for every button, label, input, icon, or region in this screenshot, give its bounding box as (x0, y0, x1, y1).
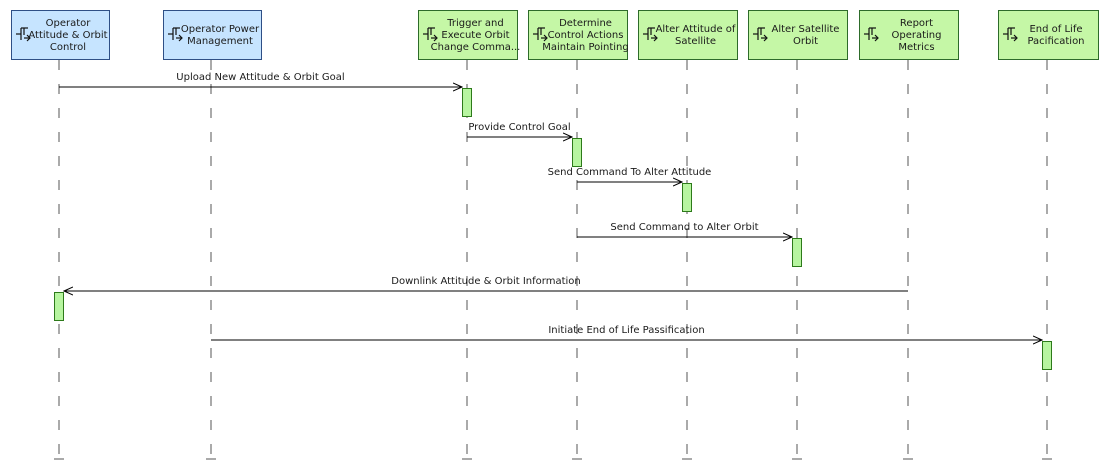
message-3[interactable]: Send Command to Alter Orbit (577, 222, 792, 237)
participant-label-line: Alter Attitude of (656, 24, 736, 35)
participant-label-line: Trigger and (446, 18, 503, 29)
activation-bar (54, 292, 64, 321)
participant-label-line: Satellite (675, 36, 716, 47)
message-label: Upload New Attitude & Orbit Goal (176, 72, 344, 83)
activation-bar (1042, 341, 1052, 370)
participant-label-line: Determine (559, 18, 612, 29)
activation-bar (572, 138, 582, 167)
participant-label-line: Control Actions (548, 30, 624, 41)
message-label: Initiate End of Life Passification (548, 325, 704, 336)
participant-box (528, 10, 628, 60)
message-label: Send Command to Alter Orbit (610, 222, 758, 233)
message-label: Provide Control Goal (468, 122, 570, 133)
participant-label-line: Metrics (898, 42, 934, 53)
activation-bar (462, 88, 472, 117)
participant-label-line: Maintain Pointing (542, 42, 629, 53)
participant-box (163, 10, 262, 60)
function-icon (643, 27, 658, 42)
activation-bar (682, 183, 692, 212)
participant-box (859, 10, 959, 60)
message-label: Downlink Attitude & Orbit Information (391, 276, 581, 287)
function-icon (168, 27, 183, 42)
message-2[interactable]: Send Command To Alter Attitude (548, 167, 712, 182)
function-icon (16, 27, 31, 42)
function-icon (533, 27, 548, 42)
message-0[interactable]: Upload New Attitude & Orbit Goal (59, 72, 462, 87)
message-label: Send Command To Alter Attitude (548, 167, 712, 178)
participant-label-line: Orbit (793, 36, 818, 47)
message-4[interactable]: Downlink Attitude & Orbit Information (64, 276, 908, 291)
participant-label-line: Pacification (1027, 36, 1084, 47)
participant-label-line: End of Life (1029, 24, 1082, 35)
participant-label-line: Operating (892, 30, 942, 41)
message-1[interactable]: Provide Control Goal (467, 122, 572, 137)
participant-label-line: Management (187, 36, 253, 47)
participant-label-line: Execute Orbit (441, 30, 509, 41)
participant-label-line: Report (900, 18, 933, 29)
participant-label-line: Control (50, 42, 86, 53)
participant-label-line: Operator (46, 18, 92, 29)
participant-box (998, 10, 1099, 60)
participant-box (638, 10, 738, 60)
participant-label-line: Operator Power (181, 24, 260, 35)
participant-box (418, 10, 518, 60)
participant-label-line: Change Comma... (431, 42, 521, 53)
function-icon (753, 27, 768, 42)
function-icon (423, 27, 438, 42)
participant-label-line: Attitude & Orbit (28, 30, 107, 41)
activation-bar (792, 238, 802, 267)
participant-box (748, 10, 848, 60)
function-icon (864, 27, 879, 42)
function-icon (1003, 27, 1018, 42)
participant-label-line: Alter Satellite (772, 24, 840, 35)
message-5[interactable]: Initiate End of Life Passification (211, 325, 1042, 340)
